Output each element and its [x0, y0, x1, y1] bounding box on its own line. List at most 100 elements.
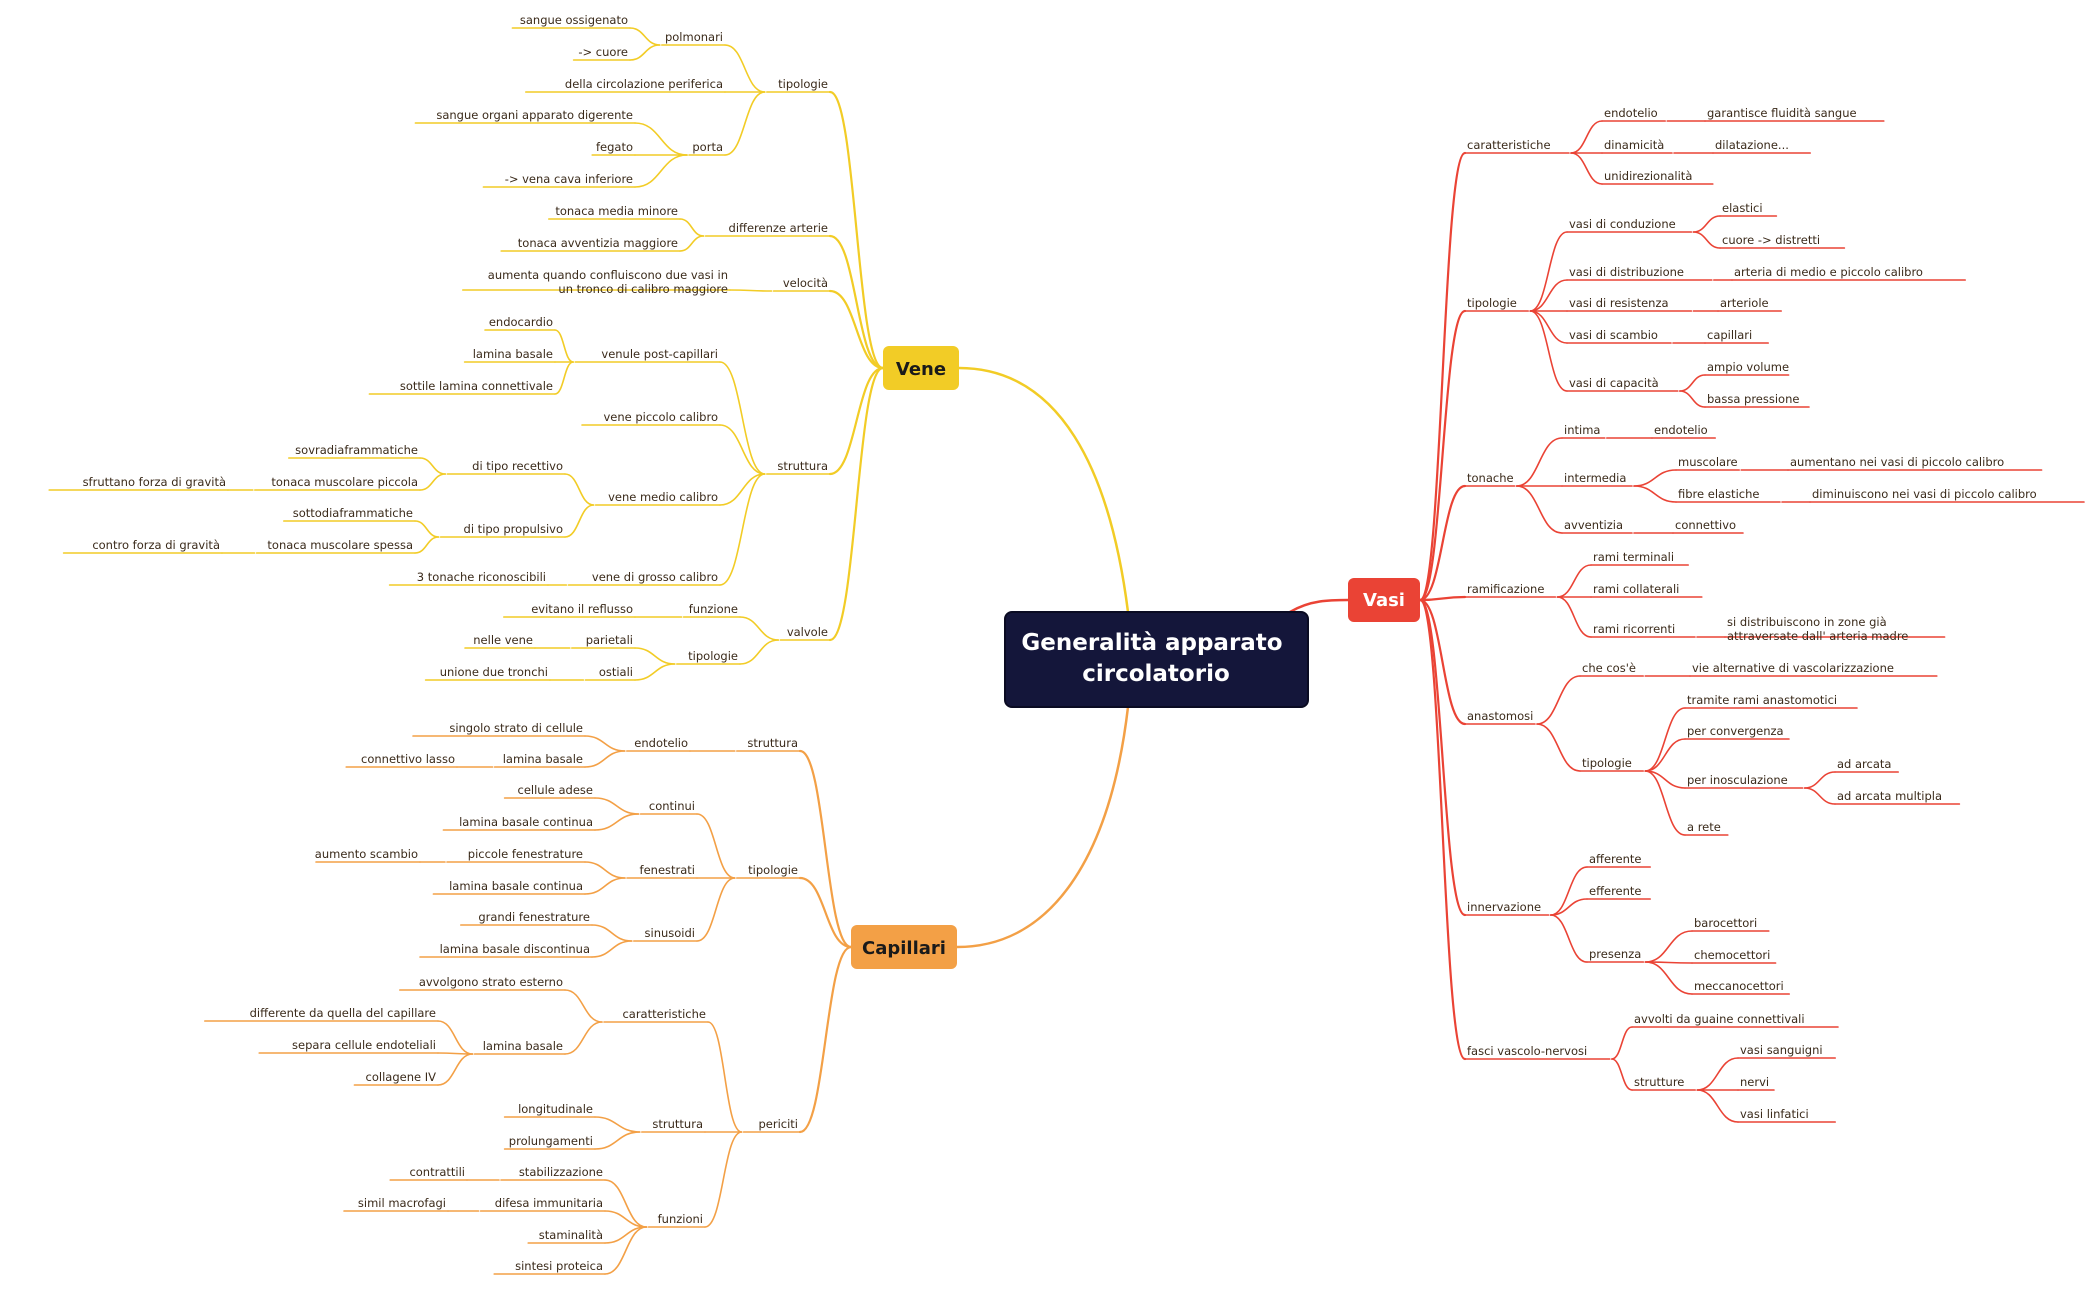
capillari-2-2-0-node[interactable]: stabilizzazione — [519, 1165, 603, 1179]
vasi-0-2-node[interactable]: unidirezionalità — [1604, 169, 1692, 183]
vene-4-0-0-node[interactable]: evitano il reflusso — [531, 602, 633, 616]
vene-3-3-node[interactable]: vene di grosso calibro — [592, 570, 718, 584]
capillari-2-0-node[interactable]: caratteristiche — [622, 1007, 706, 1021]
vene-3-1-node[interactable]: vene piccolo calibro — [603, 410, 718, 424]
vasi-6-1-0-node[interactable]: vasi sanguigni — [1740, 1043, 1823, 1057]
vasi-4-1-2-1-node[interactable]: ad arcata multipla — [1837, 789, 1942, 803]
capillari-1-1-0-0-node[interactable]: aumento scambio — [315, 847, 418, 861]
vasi-5-2-2-node[interactable]: meccanocettori — [1694, 979, 1784, 993]
vasi-5-2-1-node[interactable]: chemocettori — [1694, 948, 1770, 962]
vasi-0-node[interactable]: caratteristiche — [1467, 138, 1551, 152]
vasi-6-1-2-node[interactable]: vasi linfatici — [1740, 1107, 1809, 1121]
vene-0-node[interactable]: tipologie — [778, 77, 828, 91]
vasi-1-0-1-node[interactable]: cuore -> distretti — [1722, 233, 1820, 247]
capillari-2-2-node[interactable]: funzioni — [658, 1212, 703, 1226]
vasi-1-1-node[interactable]: vasi di distribuzione — [1569, 265, 1684, 279]
vasi-2-0-0-node[interactable]: endotelio — [1654, 423, 1708, 437]
vasi-2-1-1-0-node[interactable]: diminuiscono nei vasi di piccolo calibro — [1812, 487, 2037, 501]
vasi-4-1-3-node[interactable]: a rete — [1687, 820, 1721, 834]
vasi-2-2-0-node[interactable]: connettivo — [1675, 518, 1736, 532]
vene-3-0-2-node[interactable]: sottile lamina connettivale — [400, 379, 553, 393]
vasi-4-1-2-node[interactable]: per inosculazione — [1687, 773, 1788, 787]
vasi-0-1-node[interactable]: dinamicità — [1604, 138, 1664, 152]
vene-4-node[interactable]: valvole — [787, 625, 828, 639]
vene-3-2-node[interactable]: vene medio calibro — [608, 490, 718, 504]
vasi-1-0-node[interactable]: vasi di conduzione — [1569, 217, 1676, 231]
vasi-2-1-1-node[interactable]: fibre elastiche — [1678, 487, 1759, 501]
vene-3-3-0-node[interactable]: 3 tonache riconoscibili — [417, 570, 546, 584]
vasi-2-2-node[interactable]: avventizia — [1564, 518, 1623, 532]
vasi-1-1-0-node[interactable]: arteria di medio e piccolo calibro — [1734, 265, 1923, 279]
capillari-2-2-3-node[interactable]: sintesi proteica — [515, 1259, 603, 1273]
vasi-1-node[interactable]: tipologie — [1467, 296, 1517, 310]
vasi-1-4-0-node[interactable]: ampio volume — [1707, 360, 1789, 374]
capillari-1-2-0-node[interactable]: grandi fenestrature — [478, 910, 590, 924]
vasi-4-0-0-node[interactable]: vie alternative di vascolarizzazione — [1692, 661, 1894, 675]
capillari-0-0-0-node[interactable]: singolo strato di cellule — [449, 721, 583, 735]
vasi-3-0-node[interactable]: rami terminali — [1593, 550, 1674, 564]
capillari-2-0-1-node[interactable]: lamina basale — [483, 1039, 563, 1053]
capillari-2-0-1-1-node[interactable]: separa cellule endoteliali — [292, 1038, 436, 1052]
vasi-4-1-2-0-node[interactable]: ad arcata — [1837, 757, 1891, 771]
vasi-5-node[interactable]: innervazione — [1467, 900, 1541, 914]
main-node-vasi[interactable]: Vasi — [1348, 578, 1420, 622]
vene-0-2-node[interactable]: porta — [692, 140, 723, 154]
vasi-5-2-node[interactable]: presenza — [1589, 947, 1641, 961]
capillari-0-0-1-node[interactable]: lamina basale — [503, 752, 583, 766]
root-node[interactable]: Generalità apparato circolatorio — [1004, 611, 1309, 708]
capillari-1-1-1-node[interactable]: lamina basale continua — [449, 879, 583, 893]
vasi-5-1-node[interactable]: efferente — [1589, 884, 1642, 898]
vasi-1-0-0-node[interactable]: elastici — [1722, 201, 1763, 215]
vasi-1-4-1-node[interactable]: bassa pressione — [1707, 392, 1799, 406]
vene-3-0-1-node[interactable]: lamina basale — [473, 347, 553, 361]
capillari-2-0-1-0-node[interactable]: differente da quella del capillare — [250, 1006, 436, 1020]
vasi-0-0-0-node[interactable]: garantisce fluidità sangue — [1707, 106, 1857, 120]
capillari-1-0-1-node[interactable]: lamina basale continua — [459, 815, 593, 829]
vasi-2-0-node[interactable]: intima — [1564, 423, 1600, 437]
main-node-capillari[interactable]: Capillari — [851, 925, 957, 969]
capillari-1-2-1-node[interactable]: lamina basale discontinua — [440, 942, 590, 956]
vasi-2-1-node[interactable]: intermedia — [1564, 471, 1626, 485]
vasi-4-0-node[interactable]: che cos'è — [1582, 661, 1636, 675]
vene-1-1-node[interactable]: tonaca avventizia maggiore — [518, 236, 678, 250]
capillari-2-2-1-node[interactable]: difesa immunitaria — [495, 1196, 603, 1210]
vasi-4-1-node[interactable]: tipologie — [1582, 756, 1632, 770]
capillari-2-1-0-node[interactable]: longitudinale — [518, 1102, 593, 1116]
vasi-5-0-node[interactable]: afferente — [1589, 852, 1641, 866]
capillari-1-2-node[interactable]: sinusoidi — [645, 926, 695, 940]
capillari-2-node[interactable]: periciti — [758, 1117, 798, 1131]
vasi-6-1-node[interactable]: strutture — [1634, 1075, 1684, 1089]
vene-0-2-2-node[interactable]: -> vena cava inferiore — [505, 172, 633, 186]
vene-0-1-node[interactable]: della circolazione periferica — [565, 77, 723, 91]
capillari-2-1-node[interactable]: struttura — [652, 1117, 703, 1131]
vasi-4-node[interactable]: anastomosi — [1467, 709, 1533, 723]
vene-1-0-node[interactable]: tonaca media minore — [555, 204, 678, 218]
vene-3-2-1-node[interactable]: di tipo propulsivo — [464, 522, 563, 536]
capillari-1-node[interactable]: tipologie — [748, 863, 798, 877]
vene-0-0-0-node[interactable]: sangue ossigenato — [520, 13, 628, 27]
vasi-1-3-0-node[interactable]: capillari — [1707, 328, 1752, 342]
capillari-2-0-0-node[interactable]: avvolgono strato esterno — [419, 975, 563, 989]
vene-3-2-0-1-node[interactable]: tonaca muscolare piccola — [271, 475, 418, 489]
vene-0-0-node[interactable]: polmonari — [665, 30, 723, 44]
vasi-0-1-0-node[interactable]: dilatazione... — [1715, 138, 1789, 152]
vene-3-2-1-1-node[interactable]: tonaca muscolare spessa — [267, 538, 413, 552]
vasi-3-1-node[interactable]: rami collaterali — [1593, 582, 1679, 596]
vasi-0-0-node[interactable]: endotelio — [1604, 106, 1658, 120]
vasi-1-2-0-node[interactable]: arteriole — [1720, 296, 1769, 310]
capillari-1-0-0-node[interactable]: cellule adese — [518, 783, 594, 797]
capillari-0-0-node[interactable]: endotelio — [634, 736, 688, 750]
capillari-1-1-0-node[interactable]: piccole fenestrature — [468, 847, 583, 861]
vasi-3-2-node[interactable]: rami ricorrenti — [1593, 622, 1675, 636]
vene-3-2-1-1-0-node[interactable]: contro forza di gravità — [92, 538, 220, 552]
vasi-6-node[interactable]: fasci vascolo-nervosi — [1467, 1044, 1587, 1058]
vene-0-2-1-node[interactable]: fegato — [596, 140, 633, 154]
vene-4-1-node[interactable]: tipologie — [688, 649, 738, 663]
capillari-1-0-node[interactable]: continui — [649, 799, 695, 813]
vasi-2-node[interactable]: tonache — [1467, 471, 1514, 485]
vasi-6-1-1-node[interactable]: nervi — [1740, 1075, 1769, 1089]
vasi-2-1-0-node[interactable]: muscolare — [1678, 455, 1738, 469]
vene-4-1-1-0-node[interactable]: unione due tronchi — [440, 665, 548, 679]
vene-4-0-node[interactable]: funzione — [689, 602, 738, 616]
